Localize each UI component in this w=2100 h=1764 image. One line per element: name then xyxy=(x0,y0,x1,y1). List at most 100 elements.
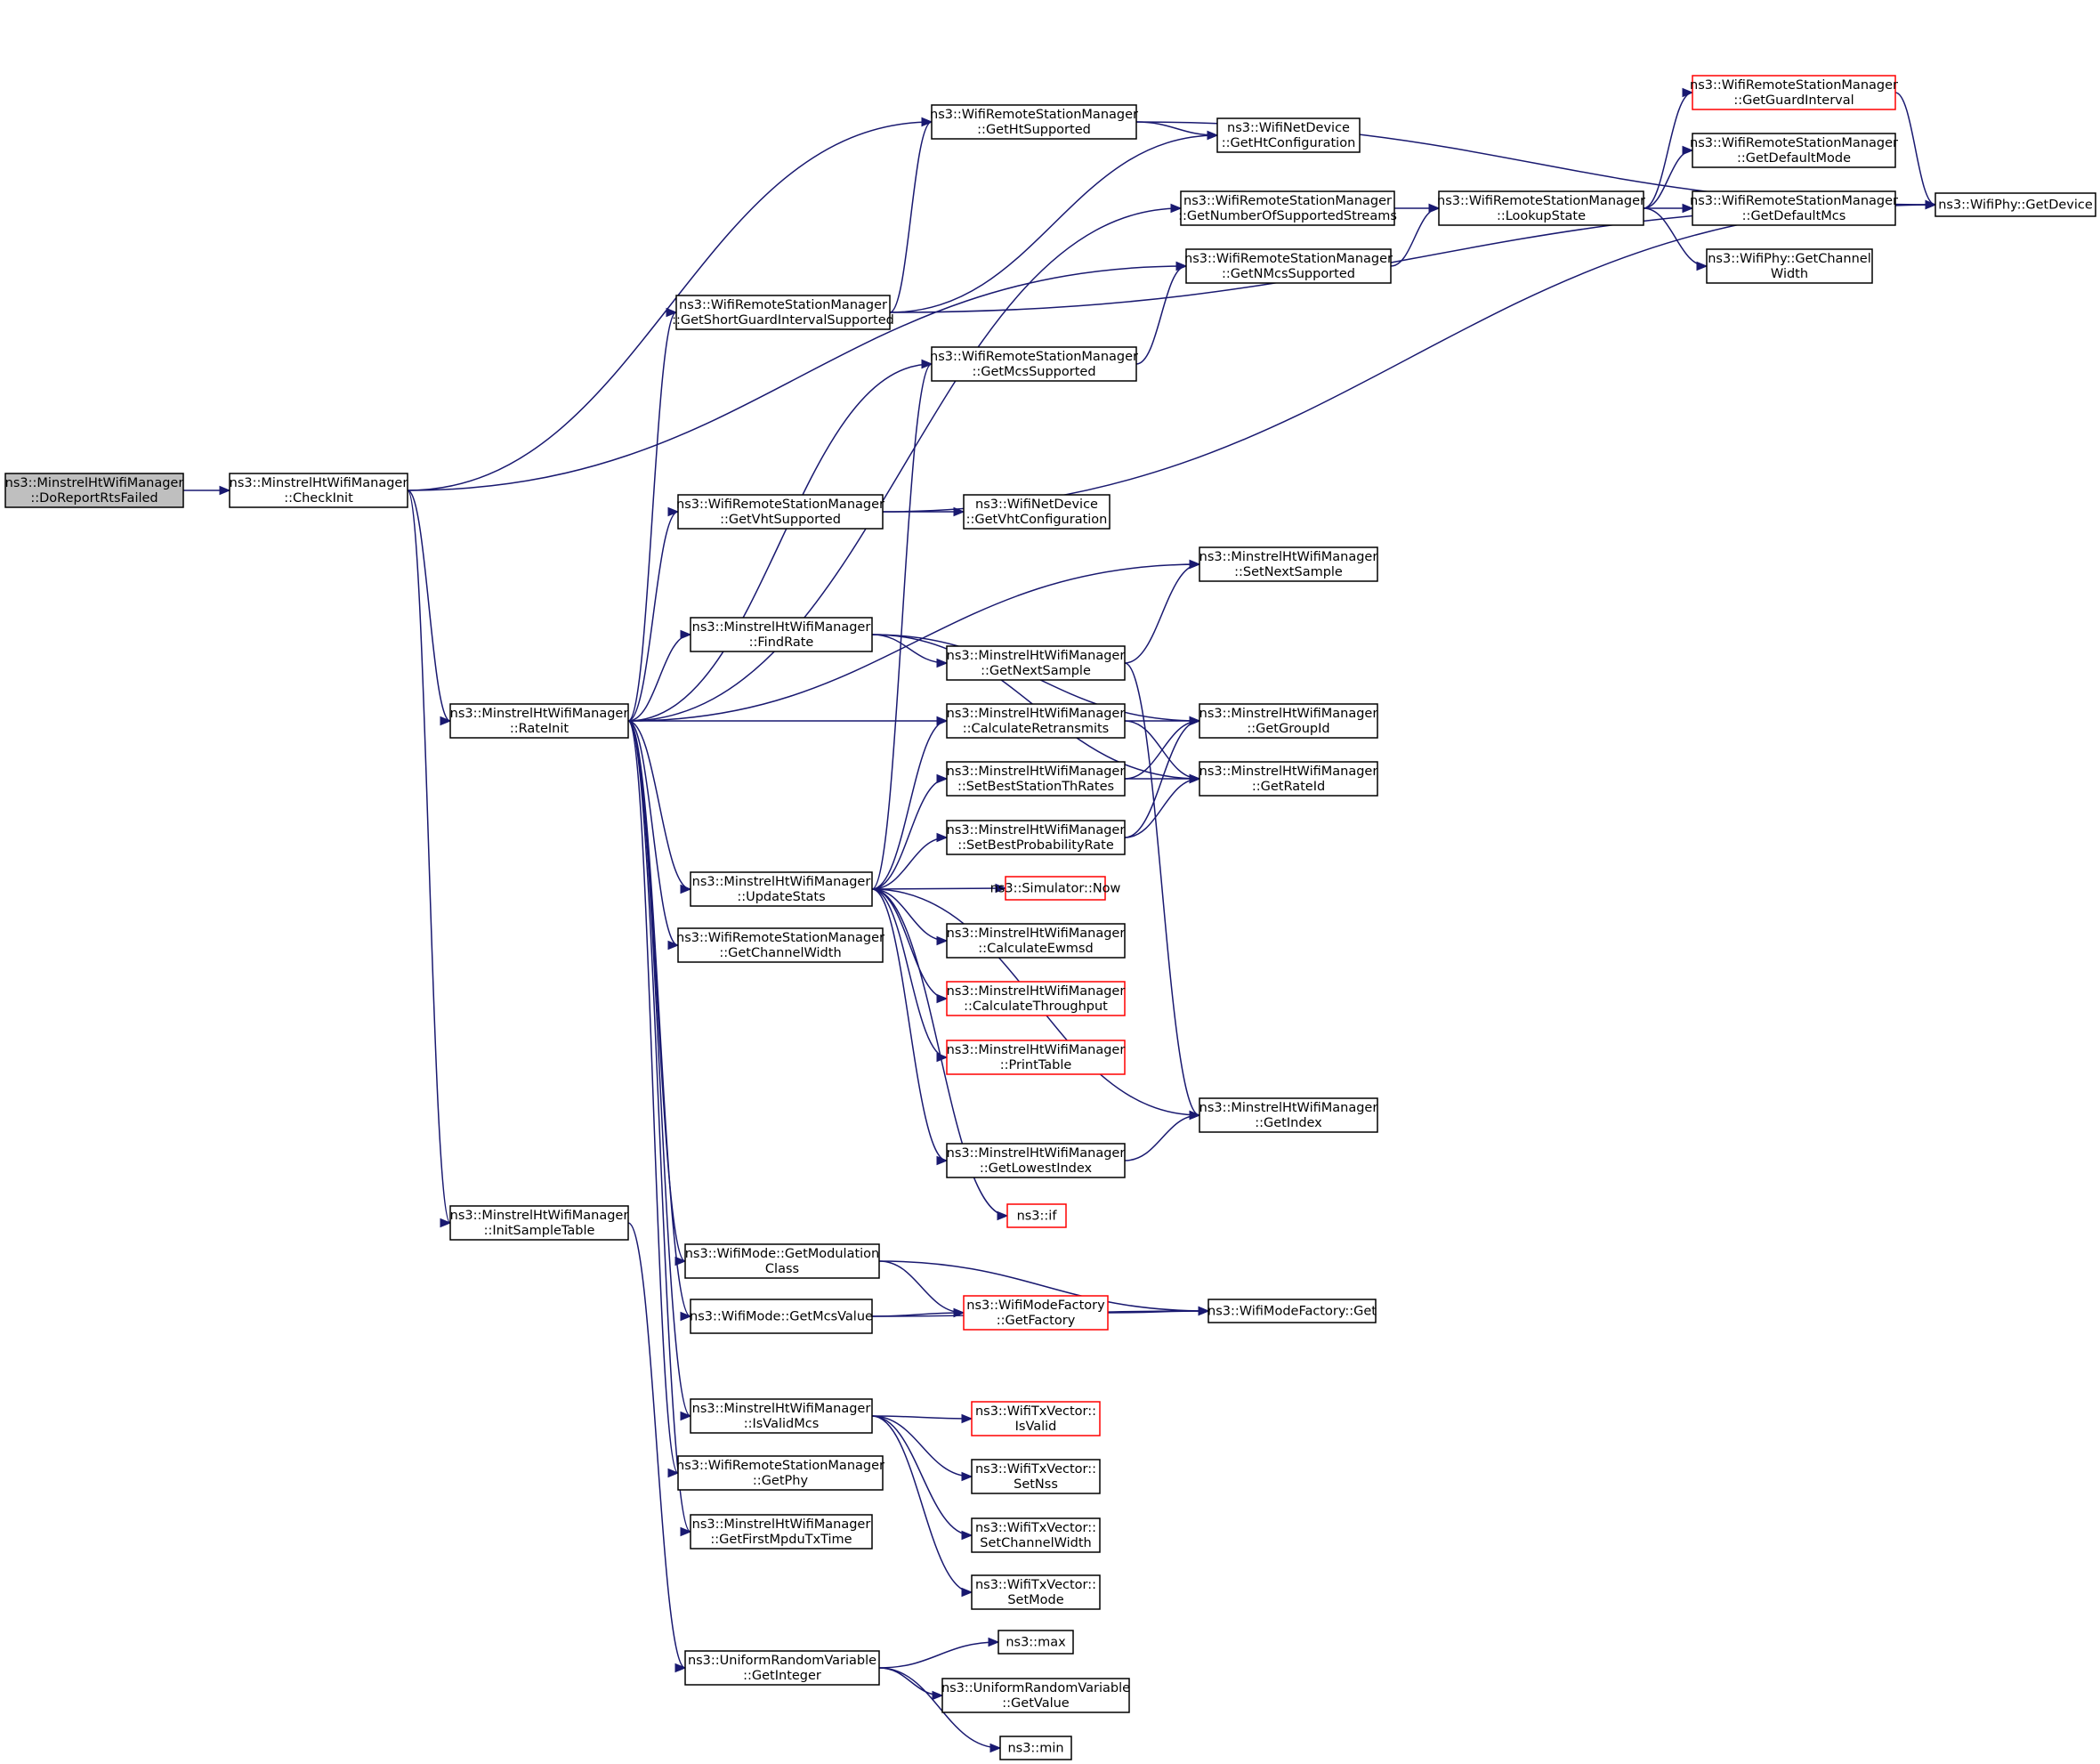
node-label: ::GetGroupId xyxy=(1247,722,1329,736)
node-label: ::RateInit xyxy=(510,722,569,736)
node-label: ::GetValue xyxy=(1002,1696,1070,1711)
edge-n5-n4 xyxy=(889,121,933,313)
node-get-index[interactable]: ns3::MinstrelHtWifiManager::GetIndex xyxy=(1199,1097,1378,1133)
node-box xyxy=(690,1514,873,1550)
node-label: ::GetHtSupported xyxy=(977,123,1091,137)
edge-n1-n3 xyxy=(407,490,451,1224)
node-get-short-guard-interval-supported[interactable]: ns3::WifiRemoteStationManager::GetShortG… xyxy=(672,295,894,330)
node-label: ns3::Simulator::Now xyxy=(990,882,1121,896)
node-lookup-state[interactable]: ns3::WifiRemoteStationManager::LookupSta… xyxy=(1437,190,1645,226)
nodes-layer: ns3::MinstrelHtWifiManager::DoReportRtsF… xyxy=(4,75,2096,1760)
node-calculate-throughput[interactable]: ns3::MinstrelHtWifiManager::CalculateThr… xyxy=(946,981,1126,1016)
arrowhead-n1-n2 xyxy=(440,716,452,726)
node-is-valid-mcs[interactable]: ns3::MinstrelHtWifiManager::IsValidMcs xyxy=(690,1398,873,1434)
arrowhead-n22-n21 xyxy=(1189,559,1201,570)
node-calculate-ewmsd[interactable]: ns3::MinstrelHtWifiManager::CalculateEwm… xyxy=(946,923,1126,959)
node-label: ::GetShortGuardIntervalSupported xyxy=(672,313,894,328)
arrowhead-n2-n15 xyxy=(680,1526,692,1537)
node-init-sample-table[interactable]: ns3::MinstrelHtWifiManager::InitSampleTa… xyxy=(449,1205,629,1241)
node-label: ns3::if xyxy=(1017,1210,1058,1224)
node-root-do-report-rts-failed[interactable]: ns3::MinstrelHtWifiManager::DoReportRtsF… xyxy=(4,473,184,508)
node-label: ns3::MinstrelHtWifiManager xyxy=(947,984,1126,999)
node-ns3-min[interactable]: ns3::min xyxy=(999,1736,1072,1760)
node-set-best-probability-rate[interactable]: ns3::MinstrelHtWifiManager::SetBestProba… xyxy=(946,820,1126,855)
node-get-mcs-value[interactable]: ns3::WifiMode::GetMcsValue xyxy=(690,1299,873,1334)
node-update-stats[interactable]: ns3::MinstrelHtWifiManager::UpdateStats xyxy=(690,871,873,907)
node-get-lowest-index[interactable]: ns3::MinstrelHtWifiManager::GetLowestInd… xyxy=(946,1143,1126,1178)
node-label: ns3::MinstrelHtWifiManager xyxy=(947,649,1126,663)
arrowhead-n9-n6 xyxy=(921,359,933,369)
edge-n13-n33 xyxy=(871,1415,973,1420)
edge-n2-n9 xyxy=(627,720,691,890)
node-uniform-random-get-value[interactable]: ns3::UniformRandomVariable::GetValue xyxy=(941,1678,1130,1713)
node-get-default-mcs[interactable]: ns3::WifiRemoteStationManager::GetDefaul… xyxy=(1690,190,1898,226)
node-get-phy[interactable]: ns3::WifiRemoteStationManager::GetPhy xyxy=(676,1455,884,1491)
node-label: ns3::MinstrelHtWifiManager xyxy=(1199,1101,1378,1115)
node-label: SetNss xyxy=(1014,1477,1058,1492)
arrowhead-n2-n9 xyxy=(680,884,692,894)
node-set-best-station-th-rates[interactable]: ns3::MinstrelHtWifiManager::SetBestStati… xyxy=(946,761,1126,797)
node-get-default-mode[interactable]: ns3::WifiRemoteStationManager::GetDefaul… xyxy=(1690,133,1898,168)
arrowhead-n25-n41 xyxy=(1189,716,1201,726)
node-label: IsValid xyxy=(1015,1420,1057,1434)
node-label: ns3::WifiMode::GetModulation xyxy=(685,1247,880,1261)
edge-n22-n21 xyxy=(1124,563,1200,664)
node-tx-vector-is-valid[interactable]: ns3::WifiTxVector::IsValid xyxy=(971,1401,1101,1436)
node-wifi-mode-factory-get[interactable]: ns3::WifiModeFactory::Get xyxy=(1208,1299,1377,1323)
node-box xyxy=(946,645,1126,681)
node-get-nmcs-supported[interactable]: ns3::WifiRemoteStationManager::GetNMcsSu… xyxy=(1184,248,1393,284)
node-get-first-mpdu-tx-time[interactable]: ns3::MinstrelHtWifiManager::GetFirstMpdu… xyxy=(690,1514,873,1550)
node-wifi-phy-get-channel-width[interactable]: ns3::WifiPhy::GetChannelWidth xyxy=(1706,248,1873,284)
node-box xyxy=(941,1678,1130,1713)
node-tx-vector-set-channel-width[interactable]: ns3::WifiTxVector::SetChannelWidth xyxy=(971,1517,1101,1553)
node-get-vht-supported[interactable]: ns3::WifiRemoteStationManager::GetVhtSup… xyxy=(676,494,884,530)
node-calculate-retransmits[interactable]: ns3::MinstrelHtWifiManager::CalculateRet… xyxy=(946,703,1126,739)
node-get-channel-width-station[interactable]: ns3::WifiRemoteStationManager::GetChanne… xyxy=(676,927,884,963)
node-simulator-now[interactable]: ns3::Simulator::Now xyxy=(990,876,1121,901)
node-box xyxy=(998,1630,1074,1655)
node-get-ht-configuration[interactable]: ns3::WifiNetDevice::GetHtConfiguration xyxy=(1216,117,1361,153)
node-get-factory[interactable]: ns3::WifiModeFactory::GetFactory xyxy=(963,1295,1109,1331)
node-get-ht-supported[interactable]: ns3::WifiRemoteStationManager::GetHtSupp… xyxy=(930,104,1138,140)
arrowhead-n5-n17 xyxy=(1207,130,1219,141)
node-get-next-sample[interactable]: ns3::MinstrelHtWifiManager::GetNextSampl… xyxy=(946,645,1126,681)
node-tx-vector-set-mode[interactable]: ns3::WifiTxVector::SetMode xyxy=(971,1574,1101,1610)
node-box xyxy=(971,1574,1101,1610)
node-ns3-max[interactable]: ns3::max xyxy=(998,1630,1074,1655)
node-box xyxy=(946,820,1126,855)
node-rate-init[interactable]: ns3::MinstrelHtWifiManager::RateInit xyxy=(449,703,629,739)
node-get-number-of-supported-streams[interactable]: ns3::WifiRemoteStationManager::GetNumber… xyxy=(1178,190,1397,226)
node-check-init[interactable]: ns3::MinstrelHtWifiManager::CheckInit xyxy=(229,473,408,508)
node-box xyxy=(690,871,873,907)
node-print-table[interactable]: ns3::MinstrelHtWifiManager::PrintTable xyxy=(946,1040,1126,1075)
node-label: ::GetNumberOfSupportedStreams xyxy=(1178,209,1397,223)
arrowhead-n2-n5 xyxy=(666,307,678,318)
node-get-group-id[interactable]: ns3::MinstrelHtWifiManager::GetGroupId xyxy=(1199,703,1378,739)
node-label: ns3::MinstrelHtWifiManager xyxy=(947,927,1126,941)
node-find-rate[interactable]: ns3::MinstrelHtWifiManager::FindRate xyxy=(690,617,873,652)
node-ns3-if[interactable]: ns3::if xyxy=(1006,1203,1067,1228)
node-label: ns3::MinstrelHtWifiManager xyxy=(1199,550,1378,564)
node-wifi-phy-get-device[interactable]: ns3::WifiPhy::GetDevice xyxy=(1934,192,2096,217)
node-get-integer[interactable]: ns3::UniformRandomVariable::GetInteger xyxy=(684,1650,880,1686)
node-label: ::GetChannelWidth xyxy=(719,946,841,960)
node-set-next-sample[interactable]: ns3::MinstrelHtWifiManager::SetNextSampl… xyxy=(1199,546,1378,582)
node-label: ns3::WifiRemoteStationManager xyxy=(676,1459,884,1473)
node-label: ns3::MinstrelHtWifiManager xyxy=(947,823,1126,837)
edge-n2-n12 xyxy=(627,720,691,1317)
node-get-mcs-supported[interactable]: ns3::WifiRemoteStationManager::GetMcsSup… xyxy=(930,346,1138,382)
node-tx-vector-set-nss[interactable]: ns3::WifiTxVector::SetNss xyxy=(971,1459,1101,1494)
node-box xyxy=(677,927,884,963)
node-get-rate-id[interactable]: ns3::MinstrelHtWifiManager::GetRateId xyxy=(1199,761,1378,797)
node-label: ::GetLowestIndex xyxy=(980,1161,1093,1176)
node-get-guard-interval[interactable]: ns3::WifiRemoteStationManager::GetGuardI… xyxy=(1690,75,1898,110)
node-label: ns3::MinstrelHtWifiManager xyxy=(1199,707,1378,721)
node-box xyxy=(963,494,1111,530)
edge-n9-n30 xyxy=(871,888,948,1161)
edge-n16-n37 xyxy=(878,1641,999,1669)
node-label: ns3::MinstrelHtWifiManager xyxy=(230,476,408,490)
node-label: ::SetBestProbabilityRate xyxy=(957,838,1114,853)
node-label: ::GetMcsSupported xyxy=(972,365,1095,379)
node-get-vht-configuration[interactable]: ns3::WifiNetDevice::GetVhtConfiguration xyxy=(963,494,1111,530)
